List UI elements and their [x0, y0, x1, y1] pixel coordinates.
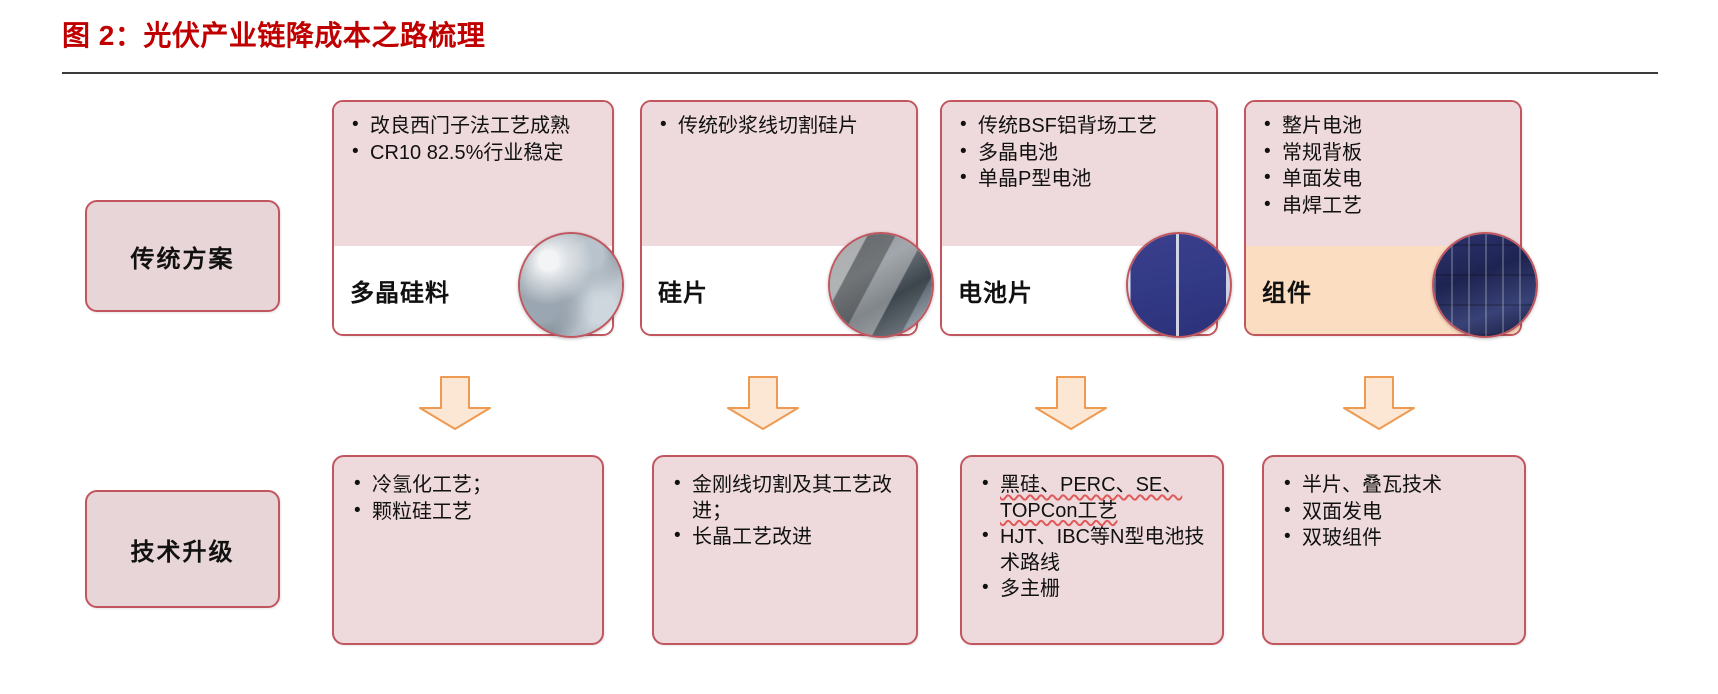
list-item: 黑硅、PERC、SE、TOPCon工艺 [980, 472, 1210, 524]
bullet-list: 金刚线切割及其工艺改进； 长晶工艺改进 [672, 472, 904, 551]
list-item: 传统BSF铝背场工艺 [958, 113, 1206, 140]
upgrade-card-wafer[interactable]: 金刚线切割及其工艺改进； 长晶工艺改进 [652, 455, 918, 645]
chain-bullets-wafer: 传统砂浆线切割硅片 [642, 102, 916, 248]
stage-label-upgrade: 技术升级 [85, 490, 280, 608]
upgrade-card-polysilicon[interactable]: 冷氢化工艺； 颗粒硅工艺 [332, 455, 604, 645]
bullet-list: 半片、叠瓦技术 双面发电 双玻组件 [1282, 472, 1512, 552]
polysilicon-chunks-photo [518, 232, 624, 338]
bullet-list: 黑硅、PERC、SE、TOPCon工艺 HJT、IBC等N型电池技术路线 多主栅 [980, 472, 1210, 603]
list-item: CR10 82.5%行业稳定 [350, 140, 602, 167]
list-item: 金刚线切割及其工艺改进； [672, 472, 904, 524]
page-title: 图 2：光伏产业链降成本之路梳理 [62, 20, 486, 51]
list-item: 常规背板 [1262, 140, 1510, 167]
list-item: 半片、叠瓦技术 [1282, 472, 1512, 499]
bullet-list: 冷氢化工艺； 颗粒硅工艺 [352, 472, 590, 526]
down-arrow-icon [419, 376, 491, 430]
stage-label-traditional: 传统方案 [85, 200, 280, 312]
list-item: 冷氢化工艺； [352, 472, 590, 499]
list-item: 双玻组件 [1282, 525, 1512, 552]
list-item: HJT、IBC等N型电池技术路线 [980, 524, 1210, 576]
list-item: 改良西门子法工艺成熟 [350, 113, 602, 140]
bullet-list: 传统砂浆线切割硅片 [658, 113, 906, 140]
bullet-list: 传统BSF铝背场工艺 多晶电池 单晶P型电池 [958, 113, 1206, 193]
upgrade-card-cell[interactable]: 黑硅、PERC、SE、TOPCon工艺 HJT、IBC等N型电池技术路线 多主栅 [960, 455, 1224, 645]
list-item-text: 黑硅、PERC、SE、TOPCon工艺 [1000, 474, 1183, 522]
list-item: 单面发电 [1262, 166, 1510, 193]
chain-bullets-module: 整片电池 常规背板 单面发电 串焊工艺 [1246, 102, 1520, 248]
bullet-list: 整片电池 常规背板 单面发电 串焊工艺 [1262, 113, 1510, 220]
list-item: 多主栅 [980, 576, 1210, 603]
down-arrow-icon [1035, 376, 1107, 430]
list-item: 整片电池 [1262, 113, 1510, 140]
down-arrow-icon [727, 376, 799, 430]
solar-cell-photo [1126, 232, 1232, 338]
chain-name-polysilicon: 多晶硅料 [350, 279, 450, 307]
down-arrow-icon [1343, 376, 1415, 430]
bullet-list: 改良西门子法工艺成熟 CR10 82.5%行业稳定 [350, 113, 602, 167]
list-item: 串焊工艺 [1262, 193, 1510, 220]
chain-name-module: 组件 [1262, 279, 1312, 307]
chain-name-cell: 电池片 [958, 279, 1033, 307]
upgrade-card-module[interactable]: 半片、叠瓦技术 双面发电 双玻组件 [1262, 455, 1526, 645]
chain-card-module[interactable]: 整片电池 常规背板 单面发电 串焊工艺 组件 [1244, 100, 1522, 336]
solar-module-photo [1432, 232, 1538, 338]
chain-name-wafer: 硅片 [658, 279, 708, 307]
silicon-wafer-photo [828, 232, 934, 338]
chain-bullets-cell: 传统BSF铝背场工艺 多晶电池 单晶P型电池 [942, 102, 1216, 248]
title-divider [62, 72, 1658, 74]
chain-bullets-polysilicon: 改良西门子法工艺成熟 CR10 82.5%行业稳定 [334, 102, 612, 248]
list-item: 长晶工艺改进 [672, 524, 904, 551]
list-item: 单晶P型电池 [958, 166, 1206, 193]
stage-label-traditional-text: 传统方案 [130, 245, 235, 273]
stage-label-upgrade-text: 技术升级 [130, 538, 235, 566]
list-item: 颗粒硅工艺 [352, 499, 590, 526]
list-item: 双面发电 [1282, 499, 1512, 526]
list-item: 多晶电池 [958, 140, 1206, 167]
list-item: 传统砂浆线切割硅片 [658, 113, 906, 140]
